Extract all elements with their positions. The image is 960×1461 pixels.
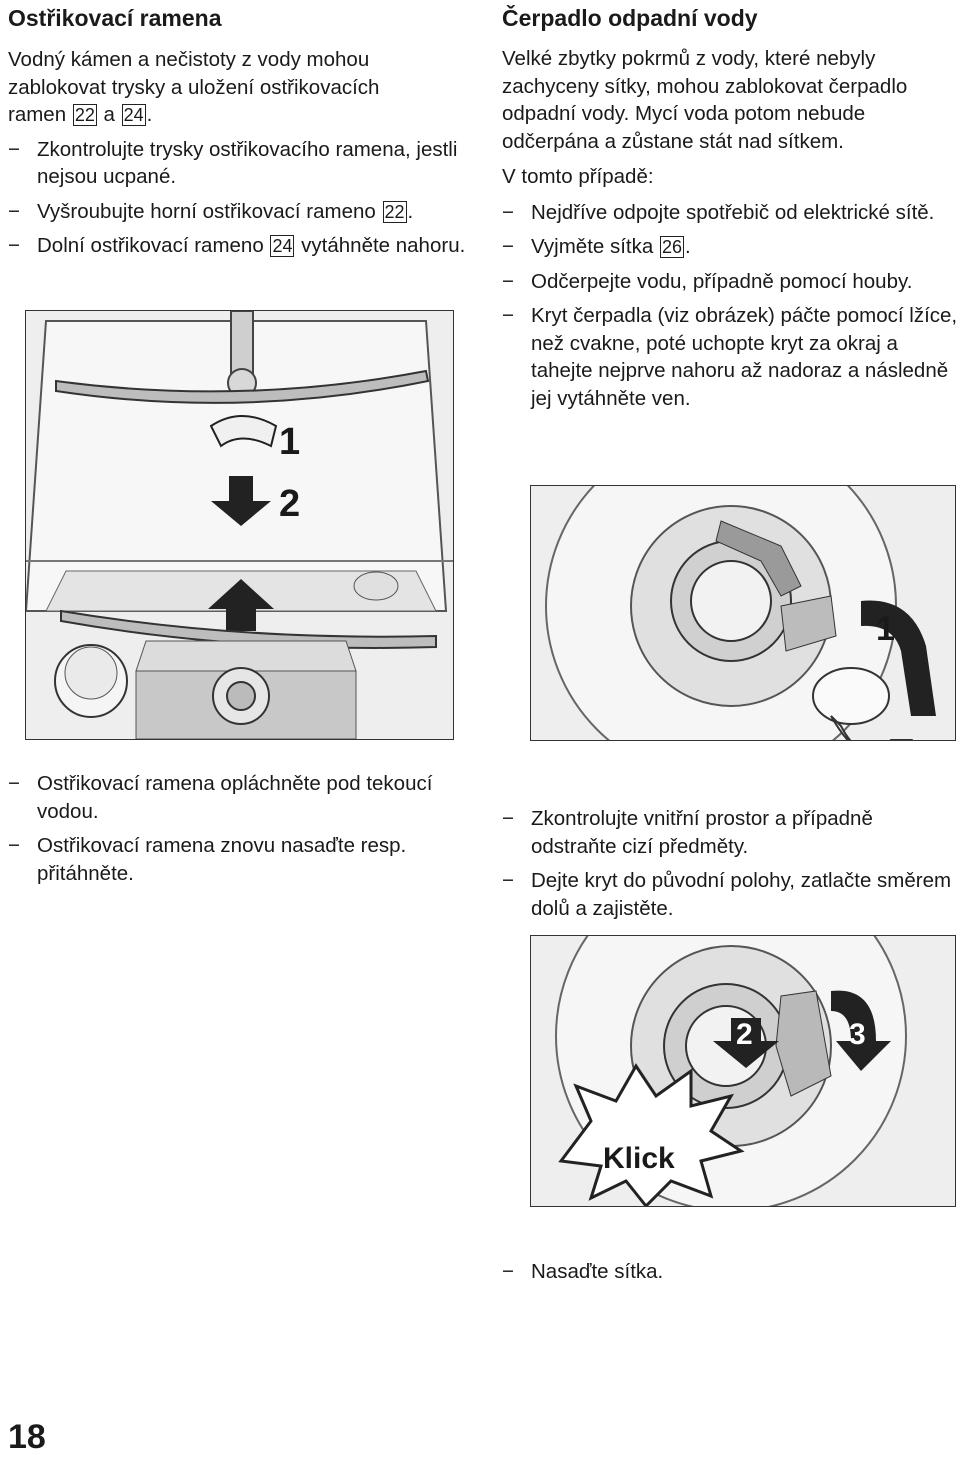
- reinstall-steps-list: Zkontrolujte vnitřní prostor a případně …: [502, 805, 958, 922]
- figure-label: 3: [849, 1018, 866, 1051]
- list-item: Dejte kryt do původní polohy, zatlačte s…: [502, 867, 958, 922]
- list-item: Nasaďte sítka.: [502, 1258, 958, 1286]
- list-item: Vyjměte sítka 26.: [502, 233, 958, 261]
- pump-cover-click-illustration: 2 3 Klick: [530, 935, 956, 1207]
- ref-badge: 26: [659, 236, 685, 258]
- figure-label: 1: [876, 610, 895, 648]
- spray-arm-illustration: 1 2: [25, 310, 454, 740]
- rinse-steps-list: Ostřikovací ramena opláchněte pod tekouc…: [8, 770, 478, 887]
- steps-list: Nejdříve odpojte spotřebič od elektrické…: [502, 199, 958, 413]
- ref-badge: 22: [382, 200, 407, 223]
- figure-label: 1: [279, 421, 301, 463]
- list-item: Ostřikovací ramena znovu nasaďte resp. p…: [8, 832, 478, 887]
- list-item: Nejdříve odpojte spotřebič od elektrické…: [502, 199, 958, 227]
- ref-badge: 24: [121, 104, 146, 126]
- list-item: Ostřikovací ramena opláchněte pod tekouc…: [8, 770, 478, 825]
- klick-label: Klick: [603, 1142, 675, 1175]
- ref-badge: 24: [270, 235, 295, 257]
- section-heading-spray-arms: Ostřikovací ramena: [8, 5, 222, 31]
- left-column: Ostřikovací ramena Vodný kámen a nečisto…: [8, 4, 478, 260]
- steps-list: Zkontrolujte trysky ostřikovacího ramena…: [8, 136, 478, 260]
- list-item: Dolní ostřikovací rameno 24 vytáhněte na…: [8, 232, 478, 260]
- list-item: Kryt čerpadla (viz obrázek) páčte pomocí…: [502, 302, 958, 412]
- case-line: V tomto případě:: [502, 165, 654, 188]
- list-item: Odčerpejte vodu, případně pomocí houby.: [502, 268, 958, 296]
- pump-cover-click-drawing: [531, 936, 955, 1206]
- page-number: 18: [8, 1418, 46, 1456]
- pump-cover-drawing: [531, 486, 955, 740]
- figure-label: 2: [736, 1018, 753, 1051]
- ref-badge: 22: [72, 104, 97, 126]
- intro-paragraph: Velké zbytky pokrmů z vody, které nebyly…: [502, 47, 908, 153]
- list-item: Zkontrolujte trysky ostřikovacího ramena…: [8, 136, 478, 191]
- spray-arm-drawing: [26, 311, 453, 739]
- final-step-list: Nasaďte sítka.: [502, 1258, 958, 1286]
- figure-label: 2: [279, 483, 301, 525]
- list-item: Vyšroubujte horní ostřikovací rameno 22.: [8, 198, 478, 226]
- intro-paragraph: Vodný kámen a nečistoty z vody mohou zab…: [8, 48, 380, 126]
- list-item: Zkontrolujte vnitřní prostor a případně …: [502, 805, 958, 860]
- right-column: Čerpadlo odpadní vody Velké zbytky pokrm…: [502, 4, 958, 412]
- section-heading-drain-pump: Čerpadlo odpadní vody: [502, 5, 758, 31]
- pump-cover-illustration: 1: [530, 485, 956, 741]
